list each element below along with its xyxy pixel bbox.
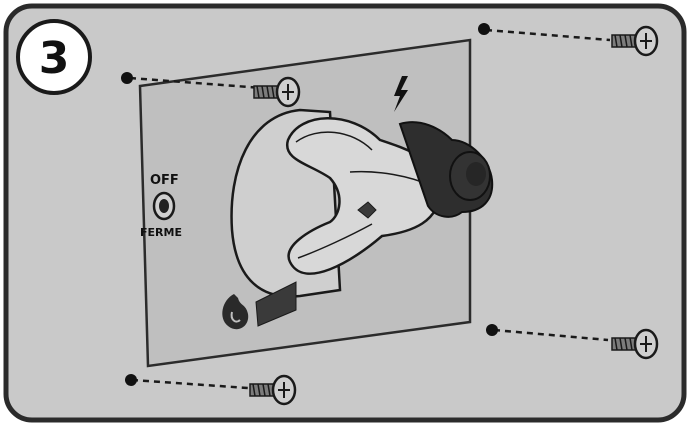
screw-hole-dot <box>478 23 490 35</box>
guide-line-bottom-right <box>493 328 609 342</box>
control-knob <box>230 108 494 298</box>
screw-guide-lines <box>129 28 611 390</box>
guide-line-top-right <box>485 28 611 42</box>
off-label: OFF <box>150 173 179 188</box>
step-number: 3 <box>39 33 70 84</box>
indicator-strip <box>255 281 297 327</box>
screw-hole-dot <box>486 324 498 336</box>
screw-hole-dot <box>121 72 133 84</box>
guide-line-top-left <box>129 76 263 90</box>
screw-hole-dot <box>125 374 137 386</box>
guide-line-bottom-left <box>131 378 249 390</box>
flame-icon <box>222 294 249 330</box>
off-switch <box>152 191 176 221</box>
ferme-label: FERME <box>140 226 182 239</box>
spark-icon <box>394 76 408 112</box>
step-badge: 3 <box>16 19 92 95</box>
